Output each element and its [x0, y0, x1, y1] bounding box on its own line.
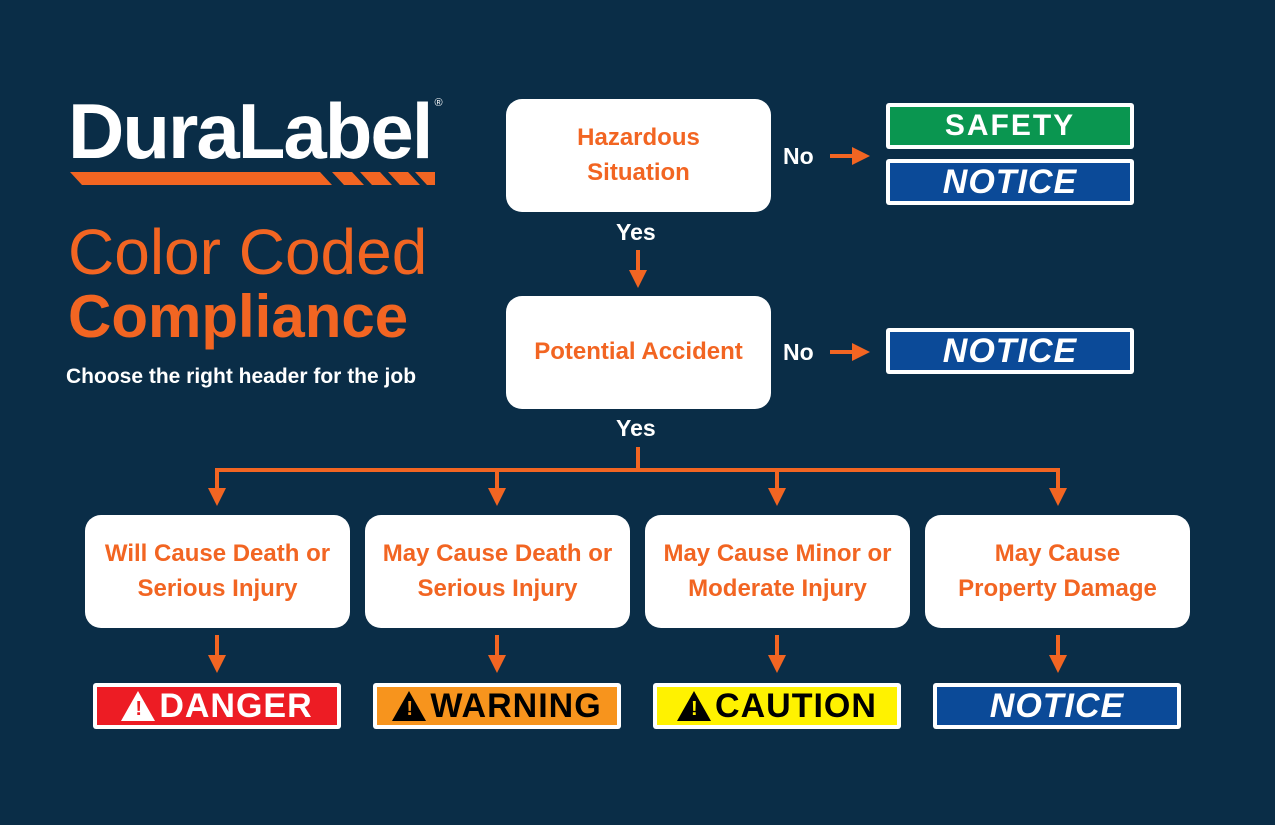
notice-sign: NOTICE — [886, 328, 1134, 374]
alert-symbol: ! — [691, 698, 699, 720]
warning-triangle-icon: ! — [392, 691, 427, 721]
sign-text: NOTICE — [890, 163, 1130, 201]
outcome-text: May Cause Minor or Moderate Injury — [663, 539, 892, 602]
outcome-text: May Cause Death or Serious Injury — [382, 539, 613, 602]
danger-sign: ! DANGER — [93, 683, 341, 729]
no-label: No — [783, 339, 814, 365]
sign-text: CAUTION — [715, 686, 877, 725]
outcome-box: May Cause Property Damage — [925, 515, 1190, 628]
duralabel-logo-group: DuraLabel ® — [68, 92, 443, 170]
duralabel-logo: DuraLabel — [68, 87, 433, 175]
outcome-box: May Cause Death or Serious Injury — [365, 515, 630, 628]
no-label: No — [783, 143, 814, 169]
sign-text: NOTICE — [937, 687, 1177, 725]
warning-triangle-icon: ! — [121, 691, 156, 721]
caution-sign: ! CAUTION — [653, 683, 901, 729]
logo-stripe — [70, 172, 435, 185]
notice-sign: NOTICE — [886, 159, 1134, 205]
warning-sign: ! WARNING — [373, 683, 621, 729]
title-line1: Color Coded — [68, 216, 428, 288]
outcome-box: Will Cause Death or Serious Injury — [85, 515, 350, 628]
question-text: Hazardous Situation — [577, 123, 700, 186]
registered-mark: ® — [434, 97, 443, 109]
warning-triangle-icon: ! — [677, 691, 712, 721]
sign-text: WARNING — [430, 686, 602, 725]
alert-symbol: ! — [135, 698, 143, 720]
question-potential-accident: Potential Accident — [506, 296, 771, 409]
title-line2: Compliance — [68, 283, 409, 350]
question-text: Potential Accident — [534, 338, 743, 366]
sign-text: NOTICE — [890, 332, 1130, 370]
yes-label: Yes — [616, 219, 656, 245]
yes-label: Yes — [616, 415, 656, 441]
alert-symbol: ! — [406, 698, 414, 720]
notice-sign: NOTICE — [933, 683, 1181, 729]
outcome-text: Will Cause Death or Serious Injury — [104, 539, 331, 602]
sign-text: DANGER — [159, 686, 313, 725]
sign-text: SAFETY — [890, 107, 1130, 145]
subtitle: Choose the right header for the job — [66, 365, 417, 388]
outcome-text: May Cause Property Damage — [958, 539, 1157, 602]
safety-sign: SAFETY — [886, 103, 1134, 149]
outcome-box: May Cause Minor or Moderate Injury — [645, 515, 910, 628]
question-hazardous-situation: Hazardous Situation — [506, 99, 771, 212]
